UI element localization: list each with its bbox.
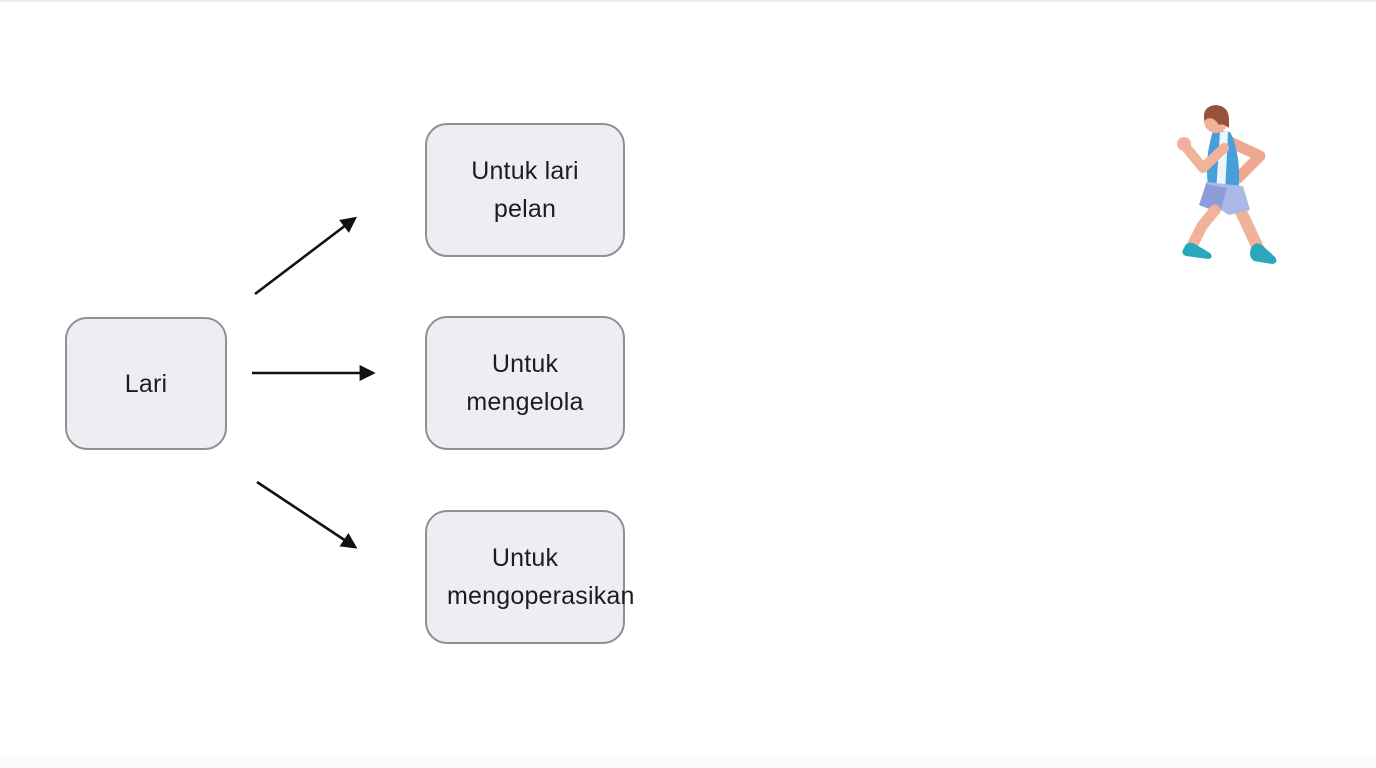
node-untuk-mengelola-label: Untuk mengelola — [466, 350, 584, 416]
arrow-to-untuk-lari-pelan — [254, 216, 357, 296]
node-untuk-lari-pelan-label: Untuk lari pelan — [471, 157, 579, 223]
bottom-edge-strip — [0, 756, 1376, 768]
top-edge-divider — [0, 0, 1376, 2]
arrow-to-untuk-mengoperasikan — [256, 480, 358, 549]
node-untuk-lari-pelan[interactable]: Untuk lari pelan — [425, 123, 625, 257]
node-untuk-mengelola[interactable]: Untuk mengelola — [425, 316, 625, 450]
node-untuk-mengoperasikan[interactable]: Untuk mengoperasikan — [425, 510, 635, 644]
node-untuk-mengoperasikan-label: Untuk mengoperasikan — [447, 544, 635, 610]
node-lari-label: Lari — [124, 369, 168, 398]
runner-illustration — [1177, 105, 1277, 264]
node-lari[interactable]: Lari — [65, 317, 227, 450]
